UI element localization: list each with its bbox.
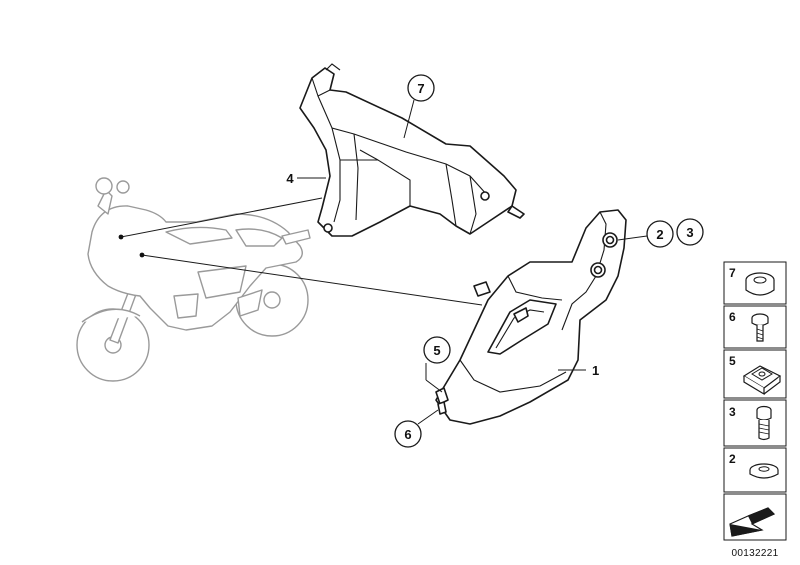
legend-row-arrow <box>723 493 787 541</box>
callout-7: 7 <box>403 74 435 139</box>
document-number: 00132221 <box>732 548 779 559</box>
svg-text:5: 5 <box>729 354 736 368</box>
svg-text:3: 3 <box>729 405 736 419</box>
leader-dot <box>118 234 124 240</box>
svg-text:6: 6 <box>404 427 411 442</box>
callout-3: 3 <box>676 218 704 246</box>
screw-icon <box>751 313 769 342</box>
svg-text:2: 2 <box>656 227 663 242</box>
legend-row-5: 5 <box>723 349 787 399</box>
bracket-part-4 <box>299 63 525 237</box>
legend-row-6: 6 <box>723 305 787 349</box>
svg-text:1: 1 <box>592 363 599 378</box>
parts-legend: 7 6 5 <box>723 261 787 541</box>
callout-5: 5 <box>423 336 451 393</box>
callout-6: 6 <box>394 409 439 448</box>
washer-icon <box>749 463 779 479</box>
motorcycle-outline <box>76 177 311 382</box>
legend-row-3: 3 <box>723 399 787 447</box>
legend-row-7: 7 <box>723 261 787 305</box>
clip-nut-icon <box>742 365 782 396</box>
svg-text:7: 7 <box>417 81 424 96</box>
leader-moto-to-cover <box>141 254 483 306</box>
callout-2: 2 <box>617 220 674 248</box>
bolt-icon <box>756 405 772 441</box>
svg-text:6: 6 <box>729 310 736 324</box>
label-1: 1 <box>558 363 599 378</box>
leader-moto-to-bracket <box>120 197 323 238</box>
svg-text:7: 7 <box>729 266 736 280</box>
legend-row-2: 2 <box>723 447 787 493</box>
leader-dot <box>139 252 145 258</box>
svg-text:4: 4 <box>286 171 294 186</box>
side-cover-part-1 <box>435 209 627 425</box>
arrow-icon <box>729 507 776 537</box>
svg-text:2: 2 <box>729 452 736 466</box>
rubber-grommet-icon <box>745 272 775 296</box>
svg-text:3: 3 <box>686 225 693 240</box>
label-4: 4 <box>286 171 326 186</box>
svg-text:5: 5 <box>433 343 440 358</box>
